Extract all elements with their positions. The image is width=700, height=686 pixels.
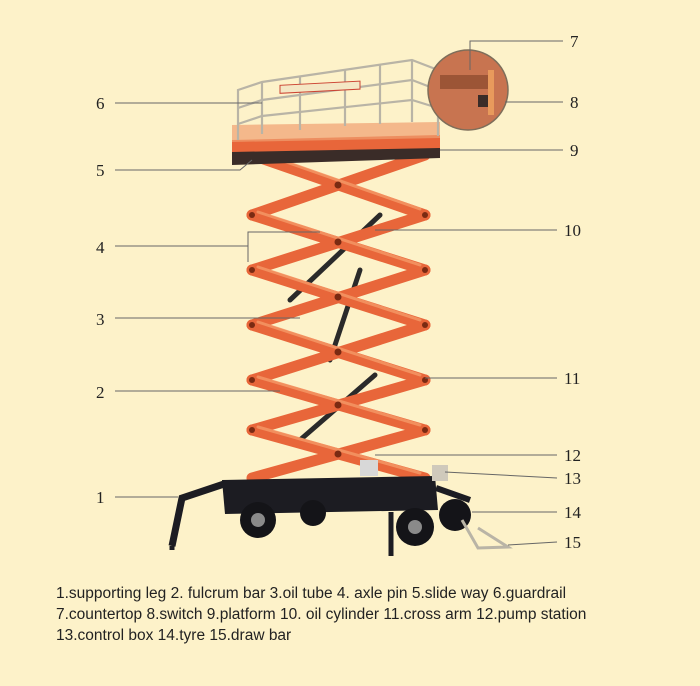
- leader-7: [469, 40, 563, 70]
- tyre-mid: [300, 500, 326, 526]
- platform: [232, 122, 440, 165]
- leader-15: [507, 541, 558, 546]
- callout-8: 8: [570, 93, 579, 112]
- scissor-lift-diagram: 1 2 3 4 5 6 7 8 9 10 11 12 13 14 15: [96, 32, 582, 556]
- callout-1: 1: [96, 488, 105, 507]
- leader-13: [444, 471, 558, 479]
- callout-10: 10: [564, 221, 581, 240]
- scissor-lift-illustration: [168, 49, 513, 556]
- callout-14: 14: [564, 503, 582, 522]
- callout-11: 11: [564, 369, 580, 388]
- leader-lines: [115, 40, 563, 546]
- callout-7: 7: [570, 32, 579, 51]
- scissor-arms: [246, 149, 431, 484]
- guardrail-sign: [279, 80, 361, 94]
- callout-3: 3: [96, 310, 105, 329]
- chassis: [168, 460, 471, 556]
- callout-12: 12: [564, 446, 581, 465]
- detail-inset: [427, 49, 509, 131]
- callout-15: 15: [564, 533, 581, 552]
- scissor-arms-highlight: [256, 150, 422, 475]
- callout-6: 6: [96, 94, 105, 113]
- callout-5: 5: [96, 161, 105, 180]
- leader-5: [115, 159, 253, 171]
- callout-4: 4: [96, 238, 105, 257]
- leader-4: [115, 231, 320, 247]
- parts-legend: 1.supporting leg 2. fulcrum bar 3.oil tu…: [56, 583, 686, 646]
- callout-13: 13: [564, 469, 581, 488]
- legend-line-3: 13.control box 14.tyre 15.draw bar: [56, 627, 292, 644]
- draw-bar: [460, 519, 513, 550]
- axle-pins: [249, 181, 428, 458]
- legend-line-2: 7.countertop 8.switch 9.platform 10. oil…: [56, 606, 587, 623]
- callout-9: 9: [570, 141, 579, 160]
- callout-2: 2: [96, 383, 105, 402]
- callout-numbers: 1 2 3 4 5 6 7 8 9 10 11 12 13 14 15: [96, 32, 582, 552]
- legend-line-1: 1.supporting leg 2. fulcrum bar 3.oil tu…: [56, 585, 567, 602]
